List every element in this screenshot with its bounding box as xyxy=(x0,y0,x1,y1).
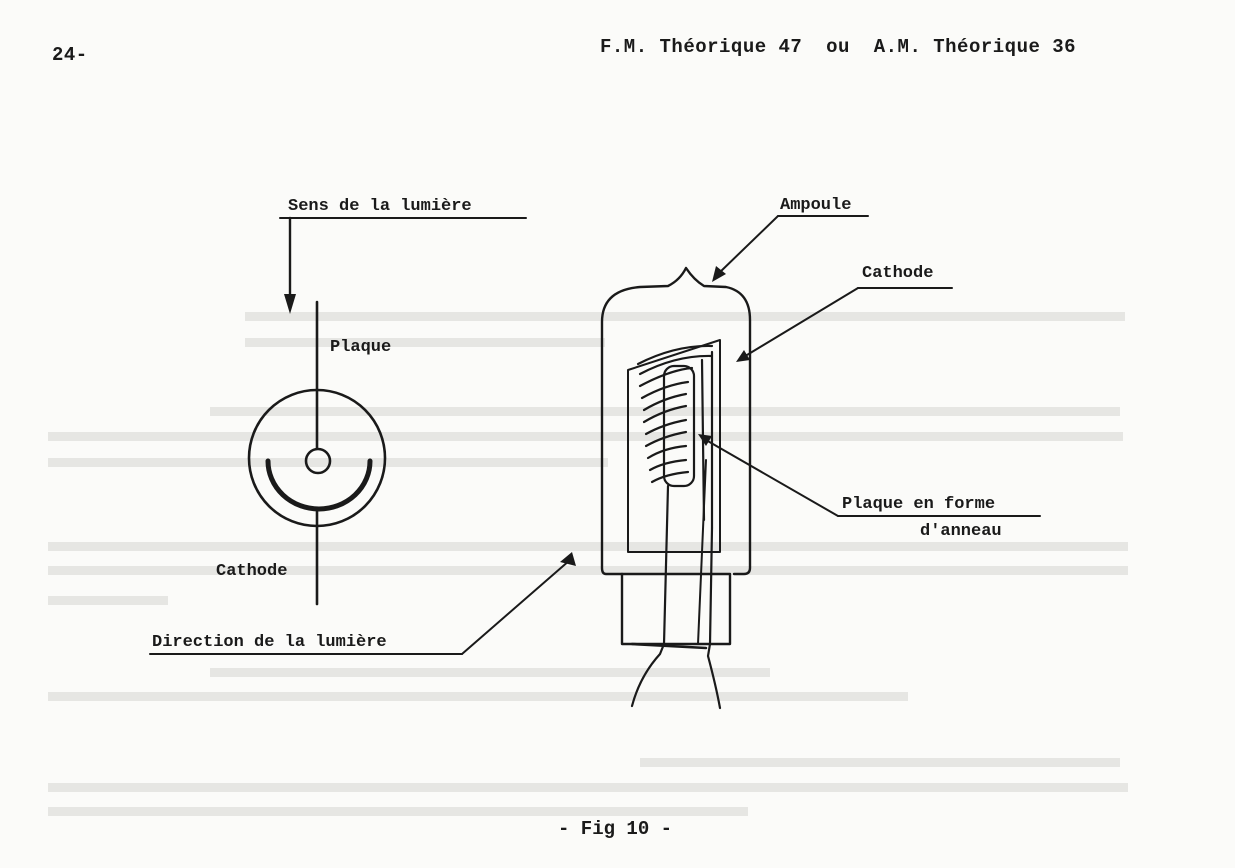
bulb-leader xyxy=(717,215,779,275)
plate-electrode xyxy=(304,447,332,475)
tube-cathode-sheet xyxy=(627,339,721,553)
ring-plate-leader xyxy=(705,439,839,517)
label-light-direction: Direction de la lumière xyxy=(152,633,387,652)
tube-bulb-outline xyxy=(600,266,752,576)
light-sense-arrowhead xyxy=(284,294,296,314)
tube-lead-right-inner xyxy=(697,459,707,645)
label-ring-plate-line1: Plaque en forme xyxy=(842,495,996,514)
label-plate: Plaque xyxy=(330,338,392,357)
tube-cathode-leader xyxy=(741,287,859,359)
bleed-through-text xyxy=(48,312,1128,816)
label-symbol-cathode: Cathode xyxy=(216,562,288,581)
page-header-title: F.M. Théorique 47 ou A.M. Théorique 36 xyxy=(600,36,1077,58)
label-ring-plate-line2: d'anneau xyxy=(920,522,1002,541)
ring-plate-arrowhead xyxy=(698,434,712,446)
label-bulb: Ampoule xyxy=(780,196,852,215)
tube-cathode-arrowhead xyxy=(736,350,750,362)
page-number: 24- xyxy=(52,44,88,66)
light-direction-arrowhead xyxy=(560,552,576,566)
tube-lead-right xyxy=(706,526,722,710)
figure-caption: - Fig 10 - xyxy=(558,818,673,840)
base-crease xyxy=(630,642,708,650)
light-direction-leader xyxy=(461,559,571,655)
tube-lead-left xyxy=(630,484,670,708)
bulb-arrowhead xyxy=(712,266,726,282)
label-tube-cathode: Cathode xyxy=(862,264,934,283)
cathode-electrode-arc xyxy=(265,458,373,512)
tube-base xyxy=(620,572,732,646)
label-light-sense: Sens de la lumière xyxy=(288,197,472,216)
tube-ring-plate xyxy=(662,364,696,488)
